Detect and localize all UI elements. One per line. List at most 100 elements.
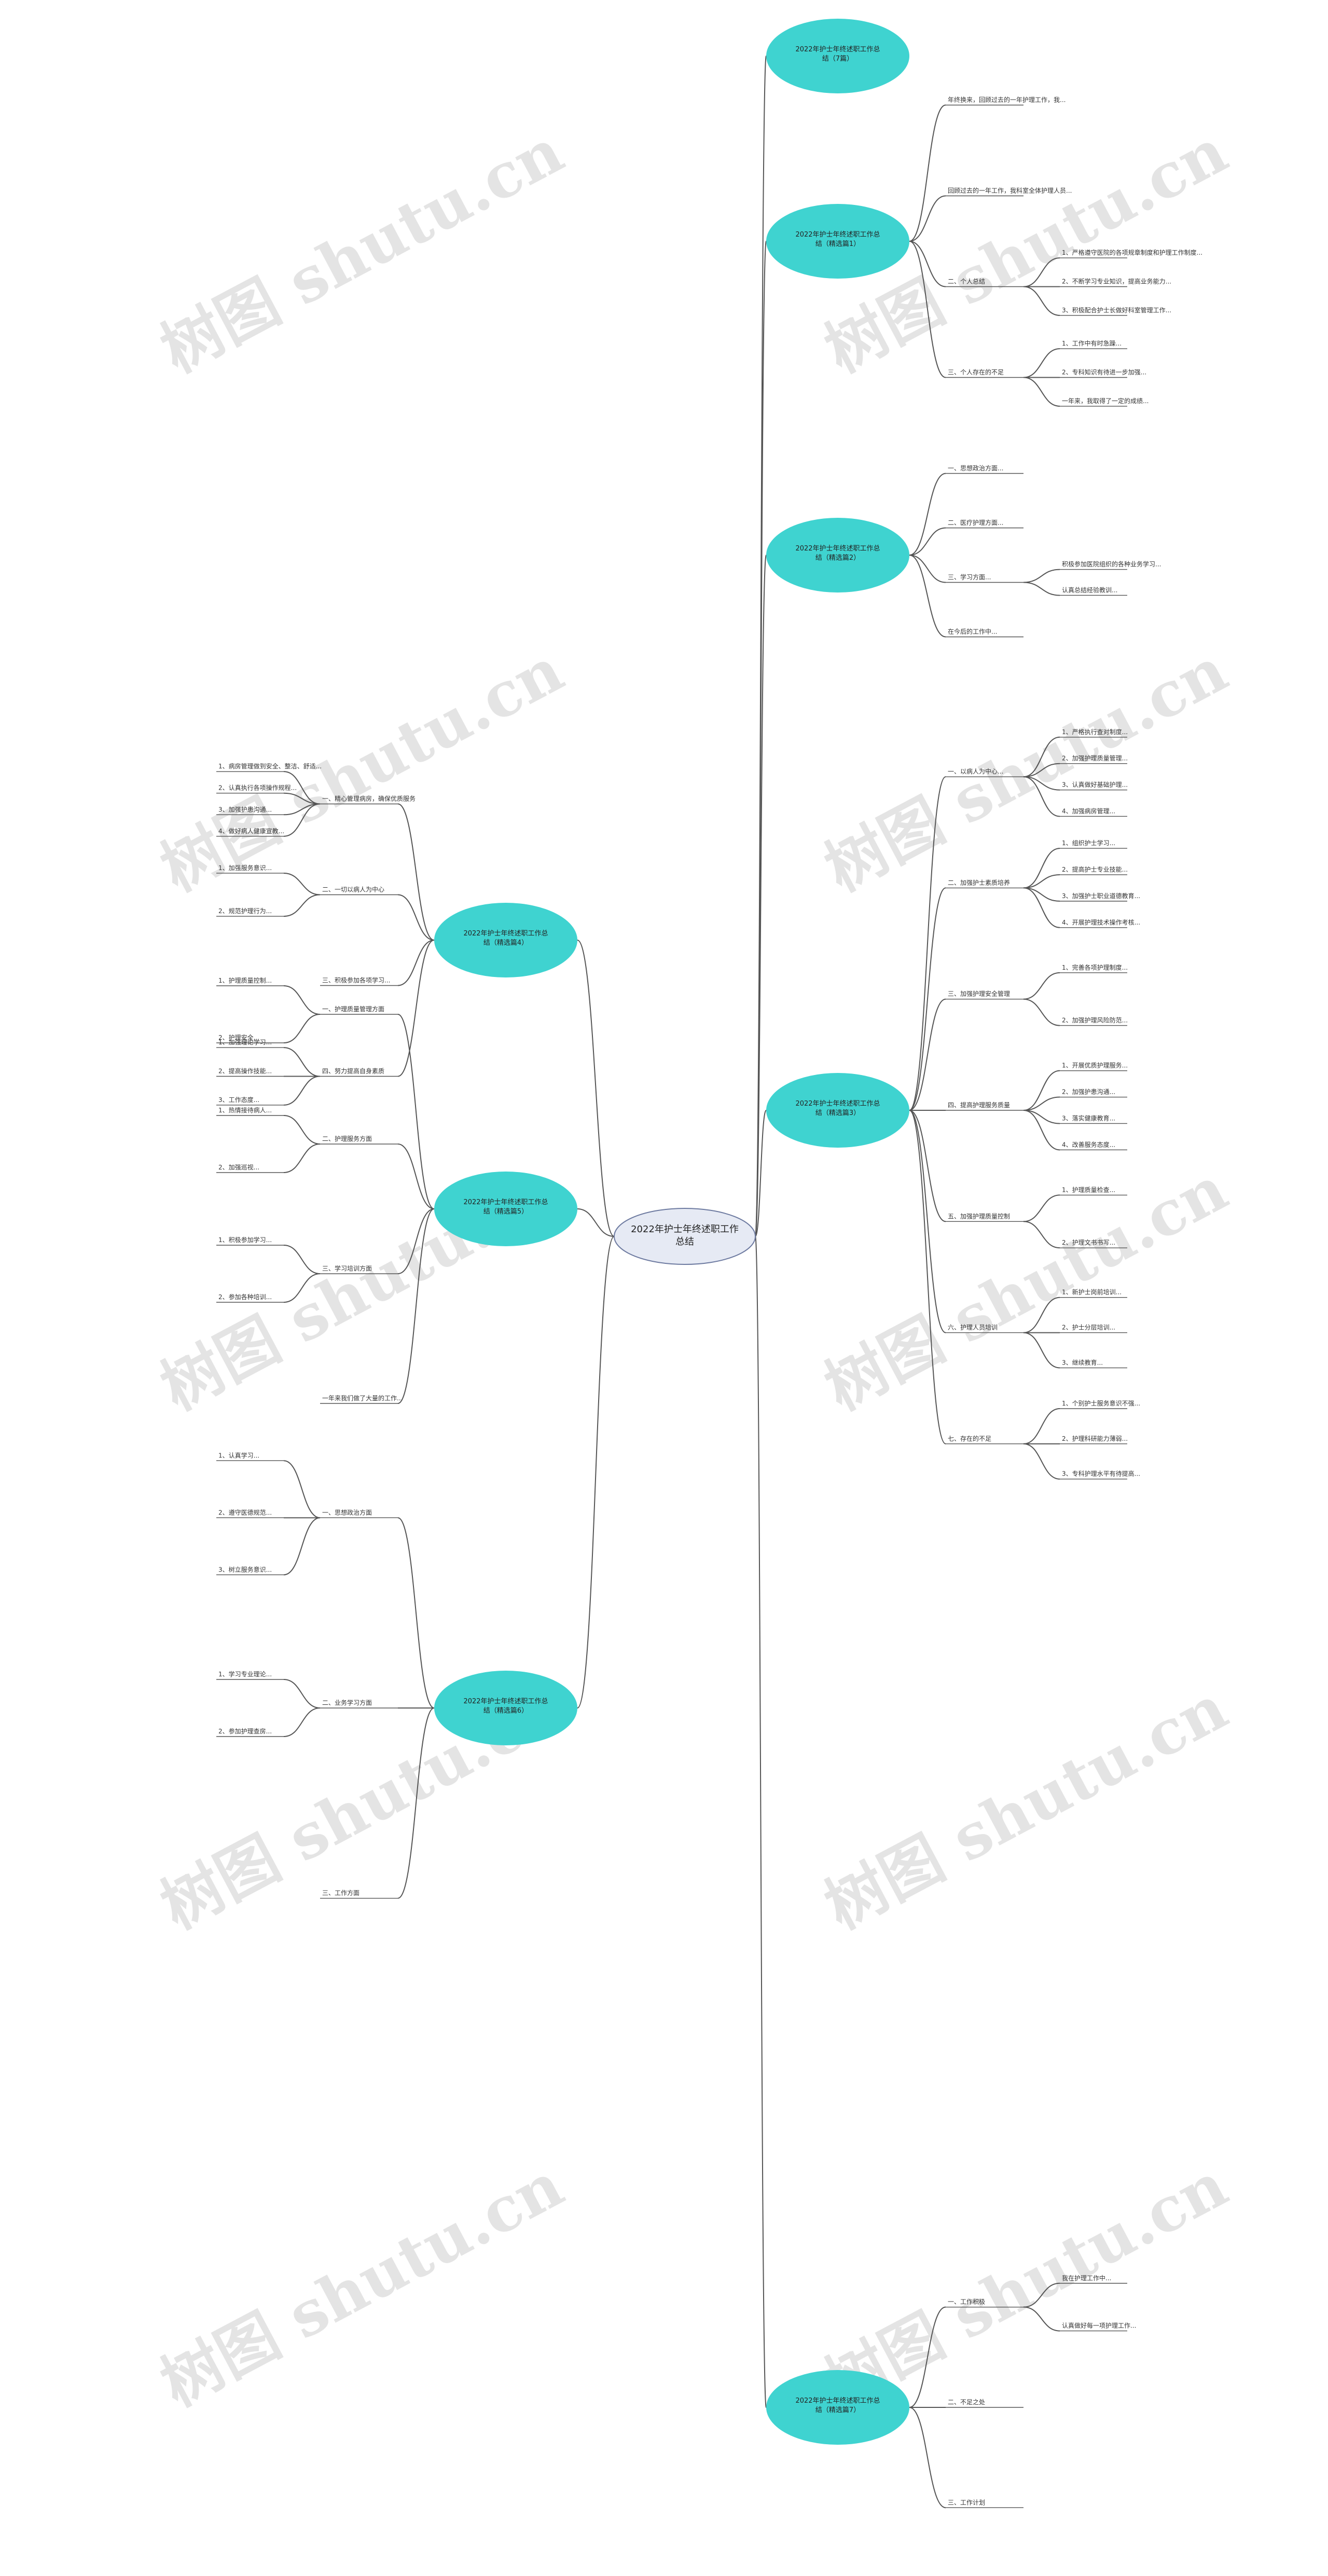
detail-label[interactable]: 2、加强护理风险防范... xyxy=(1062,1016,1128,1024)
detail-label[interactable]: 我在护理工作中... xyxy=(1062,2274,1111,2282)
detail-label[interactable]: 2、不断学习专业知识，提高业务能力... xyxy=(1062,278,1171,285)
branch-connector xyxy=(909,473,946,556)
subtopic-label[interactable]: 二、加强护士素质培养 xyxy=(948,878,1010,886)
detail-label[interactable]: 2、提高操作技能... xyxy=(218,1067,272,1075)
detail-label[interactable]: 1、严格遵守医院的各项规章制度和护理工作制度... xyxy=(1062,249,1202,256)
subtopic-label[interactable]: 在今后的工作中... xyxy=(948,628,997,636)
subtopic-label[interactable]: 三、学习方面... xyxy=(948,573,991,581)
detail-label[interactable]: 2、专科知识有待进一步加强... xyxy=(1062,368,1146,376)
detail-label[interactable]: 2、提高护士专业技能... xyxy=(1062,865,1128,873)
branch-connector xyxy=(397,1014,435,1209)
branch-connector xyxy=(283,1707,321,1737)
topic-node[interactable] xyxy=(766,2370,909,2445)
subtopic-label[interactable]: 一、以病人为中心... xyxy=(948,767,1003,775)
detail-label[interactable]: 2、加强巡视... xyxy=(218,1163,259,1171)
subtopic-label[interactable]: 年终换来，回顾过去的一年护理工作，我... xyxy=(948,96,1066,104)
detail-label[interactable]: 认真做好每一项护理工作... xyxy=(1062,2322,1136,2330)
detail-label[interactable]: 1、完善各项护理制度... xyxy=(1062,963,1128,971)
detail-label[interactable]: 2、加强护患沟通... xyxy=(1062,1089,1115,1096)
subtopic-label[interactable]: 一、精心管理病房，确保优质服务 xyxy=(322,795,416,803)
detail-label[interactable]: 2、参加护理查房... xyxy=(218,1727,272,1735)
topic-node[interactable] xyxy=(766,19,909,93)
detail-label[interactable]: 1、加强理论学习... xyxy=(218,1038,272,1046)
subtopic-label[interactable]: 二、业务学习方面 xyxy=(322,1699,372,1706)
topic-node[interactable] xyxy=(766,204,909,279)
subtopic-label[interactable]: 一、护理质量管理方面 xyxy=(322,1005,384,1013)
branch-connector xyxy=(397,803,435,941)
branch-connector xyxy=(283,771,321,805)
detail-label[interactable]: 2、护理安全... xyxy=(218,1034,259,1041)
subtopic-label[interactable]: 七、存在的不足 xyxy=(948,1435,991,1442)
subtopic-label[interactable]: 二、一切以病人为中心 xyxy=(322,886,384,893)
detail-label[interactable]: 3、积极配合护士长做好科室管理工作... xyxy=(1062,306,1171,314)
detail-label[interactable]: 1、严格执行查对制度... xyxy=(1062,728,1128,736)
detail-label[interactable]: 1、护理质量检查... xyxy=(1062,1186,1115,1193)
detail-label[interactable]: 3、加强护患沟通... xyxy=(218,806,272,813)
detail-label[interactable]: 4、开展护理技术操作考核... xyxy=(1062,918,1140,926)
subtopic-label[interactable]: 一年来我们做了大量的工作... xyxy=(322,1394,403,1402)
detail-label[interactable]: 3、加强护士职业道德教育... xyxy=(1062,892,1140,900)
detail-label[interactable]: 4、加强病房管理... xyxy=(1062,807,1115,815)
detail-label[interactable]: 1、积极参加学习... xyxy=(218,1236,272,1244)
detail-label[interactable]: 3、认真做好基础护理... xyxy=(1062,781,1128,789)
topic-node[interactable] xyxy=(434,1671,577,1745)
detail-label[interactable]: 3、继续教育... xyxy=(1062,1358,1103,1366)
subtopic-label[interactable]: 三、个人存在的不足 xyxy=(948,368,1004,376)
root-node[interactable] xyxy=(614,1208,756,1265)
detail-label[interactable]: 2、参加各种培训... xyxy=(218,1293,272,1301)
detail-label[interactable]: 4、改善服务态度... xyxy=(1062,1140,1115,1148)
detail-label[interactable]: 积极参加医院组织的各种业务学习... xyxy=(1062,560,1161,568)
subtopic-label[interactable]: 一、工作积极 xyxy=(948,2298,985,2306)
detail-label[interactable]: 2、护理科研能力薄弱... xyxy=(1062,1435,1128,1442)
subtopic-label[interactable]: 四、努力提高自身素质 xyxy=(322,1067,384,1075)
detail-label[interactable]: 2、加强护理质量管理... xyxy=(1062,754,1128,762)
topic-node[interactable] xyxy=(766,518,909,593)
detail-label[interactable]: 1、新护士岗前培训... xyxy=(1062,1288,1122,1296)
detail-label[interactable]: 1、认真学习... xyxy=(218,1451,259,1459)
subtopic-label[interactable]: 一、思想政治方面... xyxy=(948,464,1003,472)
detail-label[interactable]: 1、学习专业理论... xyxy=(218,1670,272,1678)
subtopic-label[interactable]: 二、不足之处 xyxy=(948,2399,985,2406)
detail-label[interactable]: 1、热情接待病人... xyxy=(218,1106,272,1114)
topic-node[interactable] xyxy=(766,1073,909,1148)
subtopic-label[interactable]: 四、提高护理服务质量 xyxy=(948,1101,1010,1109)
detail-label[interactable]: 1、开展优质护理服务... xyxy=(1062,1062,1128,1069)
subtopic-label[interactable]: 二、护理服务方面 xyxy=(322,1135,372,1142)
detail-label[interactable]: 3、树立服务意识... xyxy=(218,1565,272,1573)
subtopic-label[interactable]: 回顾过去的一年工作，我科室全体护理人员... xyxy=(948,187,1072,195)
branch-connector xyxy=(1023,998,1060,1026)
detail-label[interactable]: 3、落实健康教育... xyxy=(1062,1114,1115,1122)
detail-label[interactable]: 一年来，我取得了一定的成绩... xyxy=(1062,397,1149,405)
detail-label[interactable]: 1、病房管理做到安全、整洁、舒适... xyxy=(218,762,322,770)
detail-label[interactable]: 2、遵守医德规范... xyxy=(218,1508,272,1516)
subtopic-label[interactable]: 三、工作方面 xyxy=(322,1889,359,1897)
subtopic-label[interactable]: 六、护理人员培训 xyxy=(948,1324,998,1331)
detail-label[interactable]: 1、个别护士服务意识不强... xyxy=(1062,1399,1140,1407)
detail-label[interactable]: 3、工作态度... xyxy=(218,1096,259,1104)
subtopic-label[interactable]: 五、加强护理质量控制 xyxy=(948,1213,1010,1220)
subtopic-label[interactable]: 一、思想政治方面 xyxy=(322,1508,372,1516)
detail-label[interactable]: 4、做好病人健康宣教... xyxy=(218,827,284,835)
detail-label[interactable]: 1、护理质量控制... xyxy=(218,977,272,984)
detail-label[interactable]: 2、护理文书书写... xyxy=(1062,1238,1115,1246)
topic-node[interactable] xyxy=(434,903,577,977)
subtopic-label[interactable]: 三、学习培训方面 xyxy=(322,1264,372,1272)
subtopic-label[interactable]: 三、加强护理安全管理 xyxy=(948,990,1010,998)
detail-label[interactable]: 3、专科护理水平有待提高... xyxy=(1062,1470,1140,1478)
topic-node[interactable] xyxy=(434,1172,577,1246)
detail-label[interactable]: 1、组织护士学习... xyxy=(1062,839,1115,847)
detail-label[interactable]: 2、认真执行各项操作规程... xyxy=(218,784,297,792)
topic-label: 2022年护士年终述职工作总结（精选篇4） xyxy=(463,929,548,947)
branch-connector xyxy=(283,1245,321,1274)
detail-label[interactable]: 2、护士分层培训... xyxy=(1062,1324,1115,1331)
branch-connector xyxy=(397,1208,435,1404)
detail-label[interactable]: 2、规范护理行为... xyxy=(218,907,272,915)
subtopic-label[interactable]: 三、工作计划 xyxy=(948,2499,985,2506)
subtopic-label[interactable]: 二、医疗护理方面... xyxy=(948,519,1003,527)
detail-label[interactable]: 1、工作中有时急躁... xyxy=(1062,339,1122,347)
watermark-text: 树图 shutu.cn xyxy=(813,1152,1238,1424)
subtopic-label[interactable]: 三、积极参加各项学习... xyxy=(322,976,390,984)
detail-label[interactable]: 认真总结经验教训... xyxy=(1062,586,1117,594)
subtopic-label[interactable]: 二、个人总结 xyxy=(948,278,985,285)
detail-label[interactable]: 1、加强服务意识... xyxy=(218,864,272,872)
